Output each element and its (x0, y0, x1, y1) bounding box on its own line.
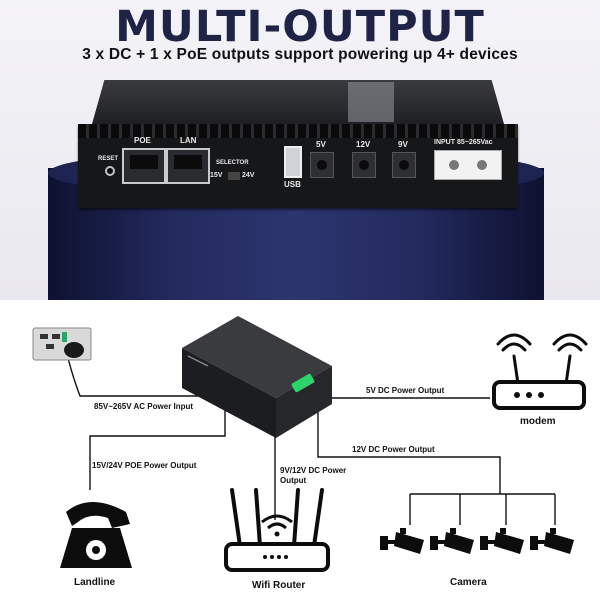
camera-icon (530, 528, 574, 554)
poe-port (122, 148, 166, 184)
dc-9v-port (392, 152, 416, 178)
poe-wire (89, 400, 226, 490)
input-label: INPUT 85~265Vac (434, 139, 493, 146)
dc-5v-label: 5V DC Power Output (366, 386, 445, 395)
dc-12v-port (352, 152, 376, 178)
landline-icon (60, 502, 132, 568)
camera-icons (380, 528, 574, 554)
page-subtitle: 3 x DC + 1 x PoE outputs support powerin… (82, 46, 518, 63)
poe-output-label: 15V/24V POE Power Output (92, 461, 197, 470)
camera-icon (380, 528, 424, 554)
usb-port (284, 146, 302, 178)
camera-icon (430, 528, 474, 554)
dc-9-12-label: 9V/12V DC Power Output (280, 466, 347, 485)
device-vent (78, 124, 518, 138)
landline-caption: Landline (74, 577, 116, 588)
lan-port (166, 148, 210, 184)
ups-device-photo: RESET POE LAN SELECTOR 15V 24V USB 5V 12… (78, 80, 518, 208)
ac-input-socket (434, 150, 502, 180)
ups-device-icon (182, 316, 332, 438)
camera-branches (409, 493, 556, 525)
selector-15v-label: 15V (210, 172, 223, 179)
output-5v-label: 5V (316, 140, 326, 149)
dc-12v-label: 12V DC Power Output (352, 445, 435, 454)
selector-label: SELECTOR (216, 160, 249, 166)
wifi-router-icon (224, 488, 330, 572)
output-12v-label: 12V (356, 140, 371, 149)
camera-wire (317, 410, 501, 494)
reset-button (105, 166, 115, 176)
poe-label: POE (134, 136, 151, 145)
page-title: MULTI-OUTPUT (115, 2, 485, 52)
reset-label: RESET (98, 156, 119, 162)
device-lid-stripe (348, 82, 394, 122)
selector-24v-label: 24V (242, 172, 255, 179)
device-lid (92, 80, 504, 124)
router-caption: Wifi Router (252, 580, 306, 591)
usb-label: USB (284, 180, 301, 189)
camera-caption: Camera (450, 577, 487, 588)
lan-label: LAN (180, 136, 197, 145)
wall-socket-icon (32, 327, 92, 361)
product-photo-section: RESET POE LAN SELECTOR 15V 24V USB 5V 12… (0, 0, 600, 300)
modem-caption: modem (520, 416, 556, 427)
dc-5v-port (310, 152, 334, 178)
ac-input-label: 85V~265V AC Power Input (94, 402, 194, 411)
selector-switch (228, 172, 240, 180)
camera-icon (480, 528, 524, 554)
modem-icon (492, 333, 588, 410)
output-9v-label: 9V (398, 140, 408, 149)
